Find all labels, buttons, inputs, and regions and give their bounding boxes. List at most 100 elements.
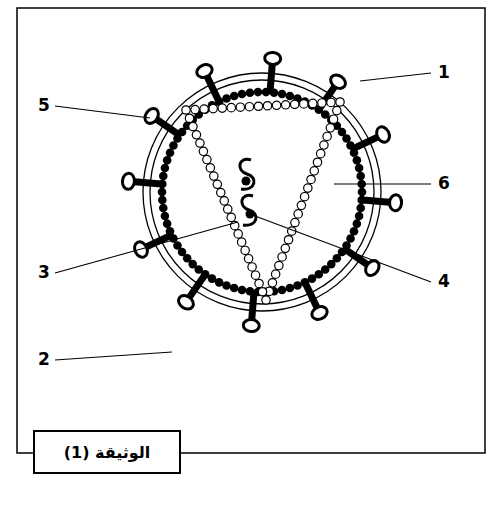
capsid-bead — [320, 141, 328, 149]
matrix-bead — [161, 212, 170, 221]
capsid-bead — [213, 180, 221, 188]
envelope-inner — [150, 80, 374, 304]
spike — [195, 62, 227, 107]
spike — [297, 277, 329, 322]
matrix-bead — [357, 196, 366, 205]
leader-line — [55, 222, 238, 273]
leader-line — [55, 106, 150, 118]
spike — [176, 268, 213, 312]
spike-knob — [389, 194, 402, 211]
leader-line — [255, 216, 431, 282]
capsid-bead — [313, 158, 321, 166]
spike-stalk — [186, 271, 209, 300]
capsid-bead — [217, 188, 225, 196]
rna-strand — [240, 159, 254, 189]
callout-number: 1 — [436, 64, 452, 81]
matrix-bead — [163, 156, 172, 165]
capsid-bead — [199, 147, 207, 155]
spike — [142, 106, 186, 143]
matrix-bead — [158, 196, 167, 205]
matrix-bead — [355, 212, 364, 221]
capsid-bead — [336, 98, 344, 106]
rna-strand — [242, 195, 256, 225]
matrix-bead — [222, 281, 231, 290]
document-label: الوثيقة (1) — [64, 443, 151, 462]
matrix-bead — [166, 227, 175, 236]
callout-number: 6 — [436, 175, 452, 192]
capsid-bead — [300, 192, 308, 200]
matrix-bead — [222, 94, 231, 103]
matrix-bead — [246, 88, 255, 97]
capsid-bead — [227, 213, 235, 221]
leader-line — [55, 352, 172, 360]
envelope-outer — [143, 73, 381, 311]
capsid-bead — [196, 139, 204, 147]
capsid-bead — [294, 210, 302, 218]
matrix-bead — [230, 284, 239, 293]
capsid-bead — [281, 244, 289, 252]
capsid-bead — [218, 104, 226, 112]
spikes — [122, 52, 402, 332]
capsid-bead — [304, 184, 312, 192]
spike-knob — [176, 293, 196, 312]
callout-number: 2 — [36, 351, 52, 368]
spike-knob — [122, 173, 135, 190]
matrix-bead — [286, 284, 295, 293]
leader-line — [334, 183, 431, 184]
capsid-bead — [209, 104, 217, 112]
leader-lines — [55, 73, 431, 360]
capsid-bead — [236, 103, 244, 111]
capsid-bead — [272, 101, 280, 109]
capsid-bead — [224, 205, 232, 213]
spike-knob — [243, 319, 260, 332]
capsid-bead — [182, 106, 190, 114]
capsid-bead — [284, 236, 292, 244]
capsid-bead — [333, 106, 341, 114]
capsid-bead — [203, 155, 211, 163]
matrix-bead — [262, 88, 271, 97]
spike-knob — [310, 304, 330, 322]
spike-knob — [374, 125, 392, 145]
capsid-bead — [248, 263, 256, 271]
matrix-bead — [159, 204, 168, 213]
matrix-bead — [161, 164, 170, 173]
virus-body — [122, 52, 402, 332]
capsid-bead — [310, 167, 318, 175]
matrix-bead — [358, 188, 367, 197]
capsid-bead — [244, 254, 252, 262]
matrix-bead — [350, 149, 359, 158]
capsid-bead — [291, 218, 299, 226]
enzyme-dot — [246, 210, 255, 219]
callout-number: 5 — [36, 97, 52, 114]
matrix-bead — [270, 88, 279, 97]
capsid-bead — [297, 201, 305, 209]
matrix-bead — [238, 286, 247, 295]
capsid-bead — [210, 172, 218, 180]
capsid-bead — [262, 296, 270, 304]
capsid-bead — [255, 279, 263, 287]
capsid-bead — [275, 261, 283, 269]
matrix-bead — [286, 92, 295, 101]
matrix-bead — [158, 188, 167, 197]
capsid-bead — [268, 279, 276, 287]
capsid-bead — [307, 175, 315, 183]
capsid-bead — [291, 100, 299, 108]
capsid-bead — [271, 270, 279, 278]
matrix-bead — [356, 172, 365, 181]
matrix-bead — [238, 90, 247, 99]
capsid-bead — [191, 105, 199, 113]
capsid-bead — [185, 114, 193, 122]
capsid-bead — [281, 101, 289, 109]
spike-knob — [264, 52, 281, 65]
capsid-bead — [327, 98, 335, 106]
capsid-bead — [316, 149, 324, 157]
capsid-bead — [263, 102, 271, 110]
matrix-bead — [355, 164, 364, 173]
capsid-bead — [254, 102, 262, 110]
capsid-bead — [258, 288, 266, 296]
matrix-bead — [278, 90, 287, 99]
spike-knob — [142, 106, 161, 126]
capsid-bead — [278, 253, 286, 261]
matrix-bead — [301, 278, 310, 287]
